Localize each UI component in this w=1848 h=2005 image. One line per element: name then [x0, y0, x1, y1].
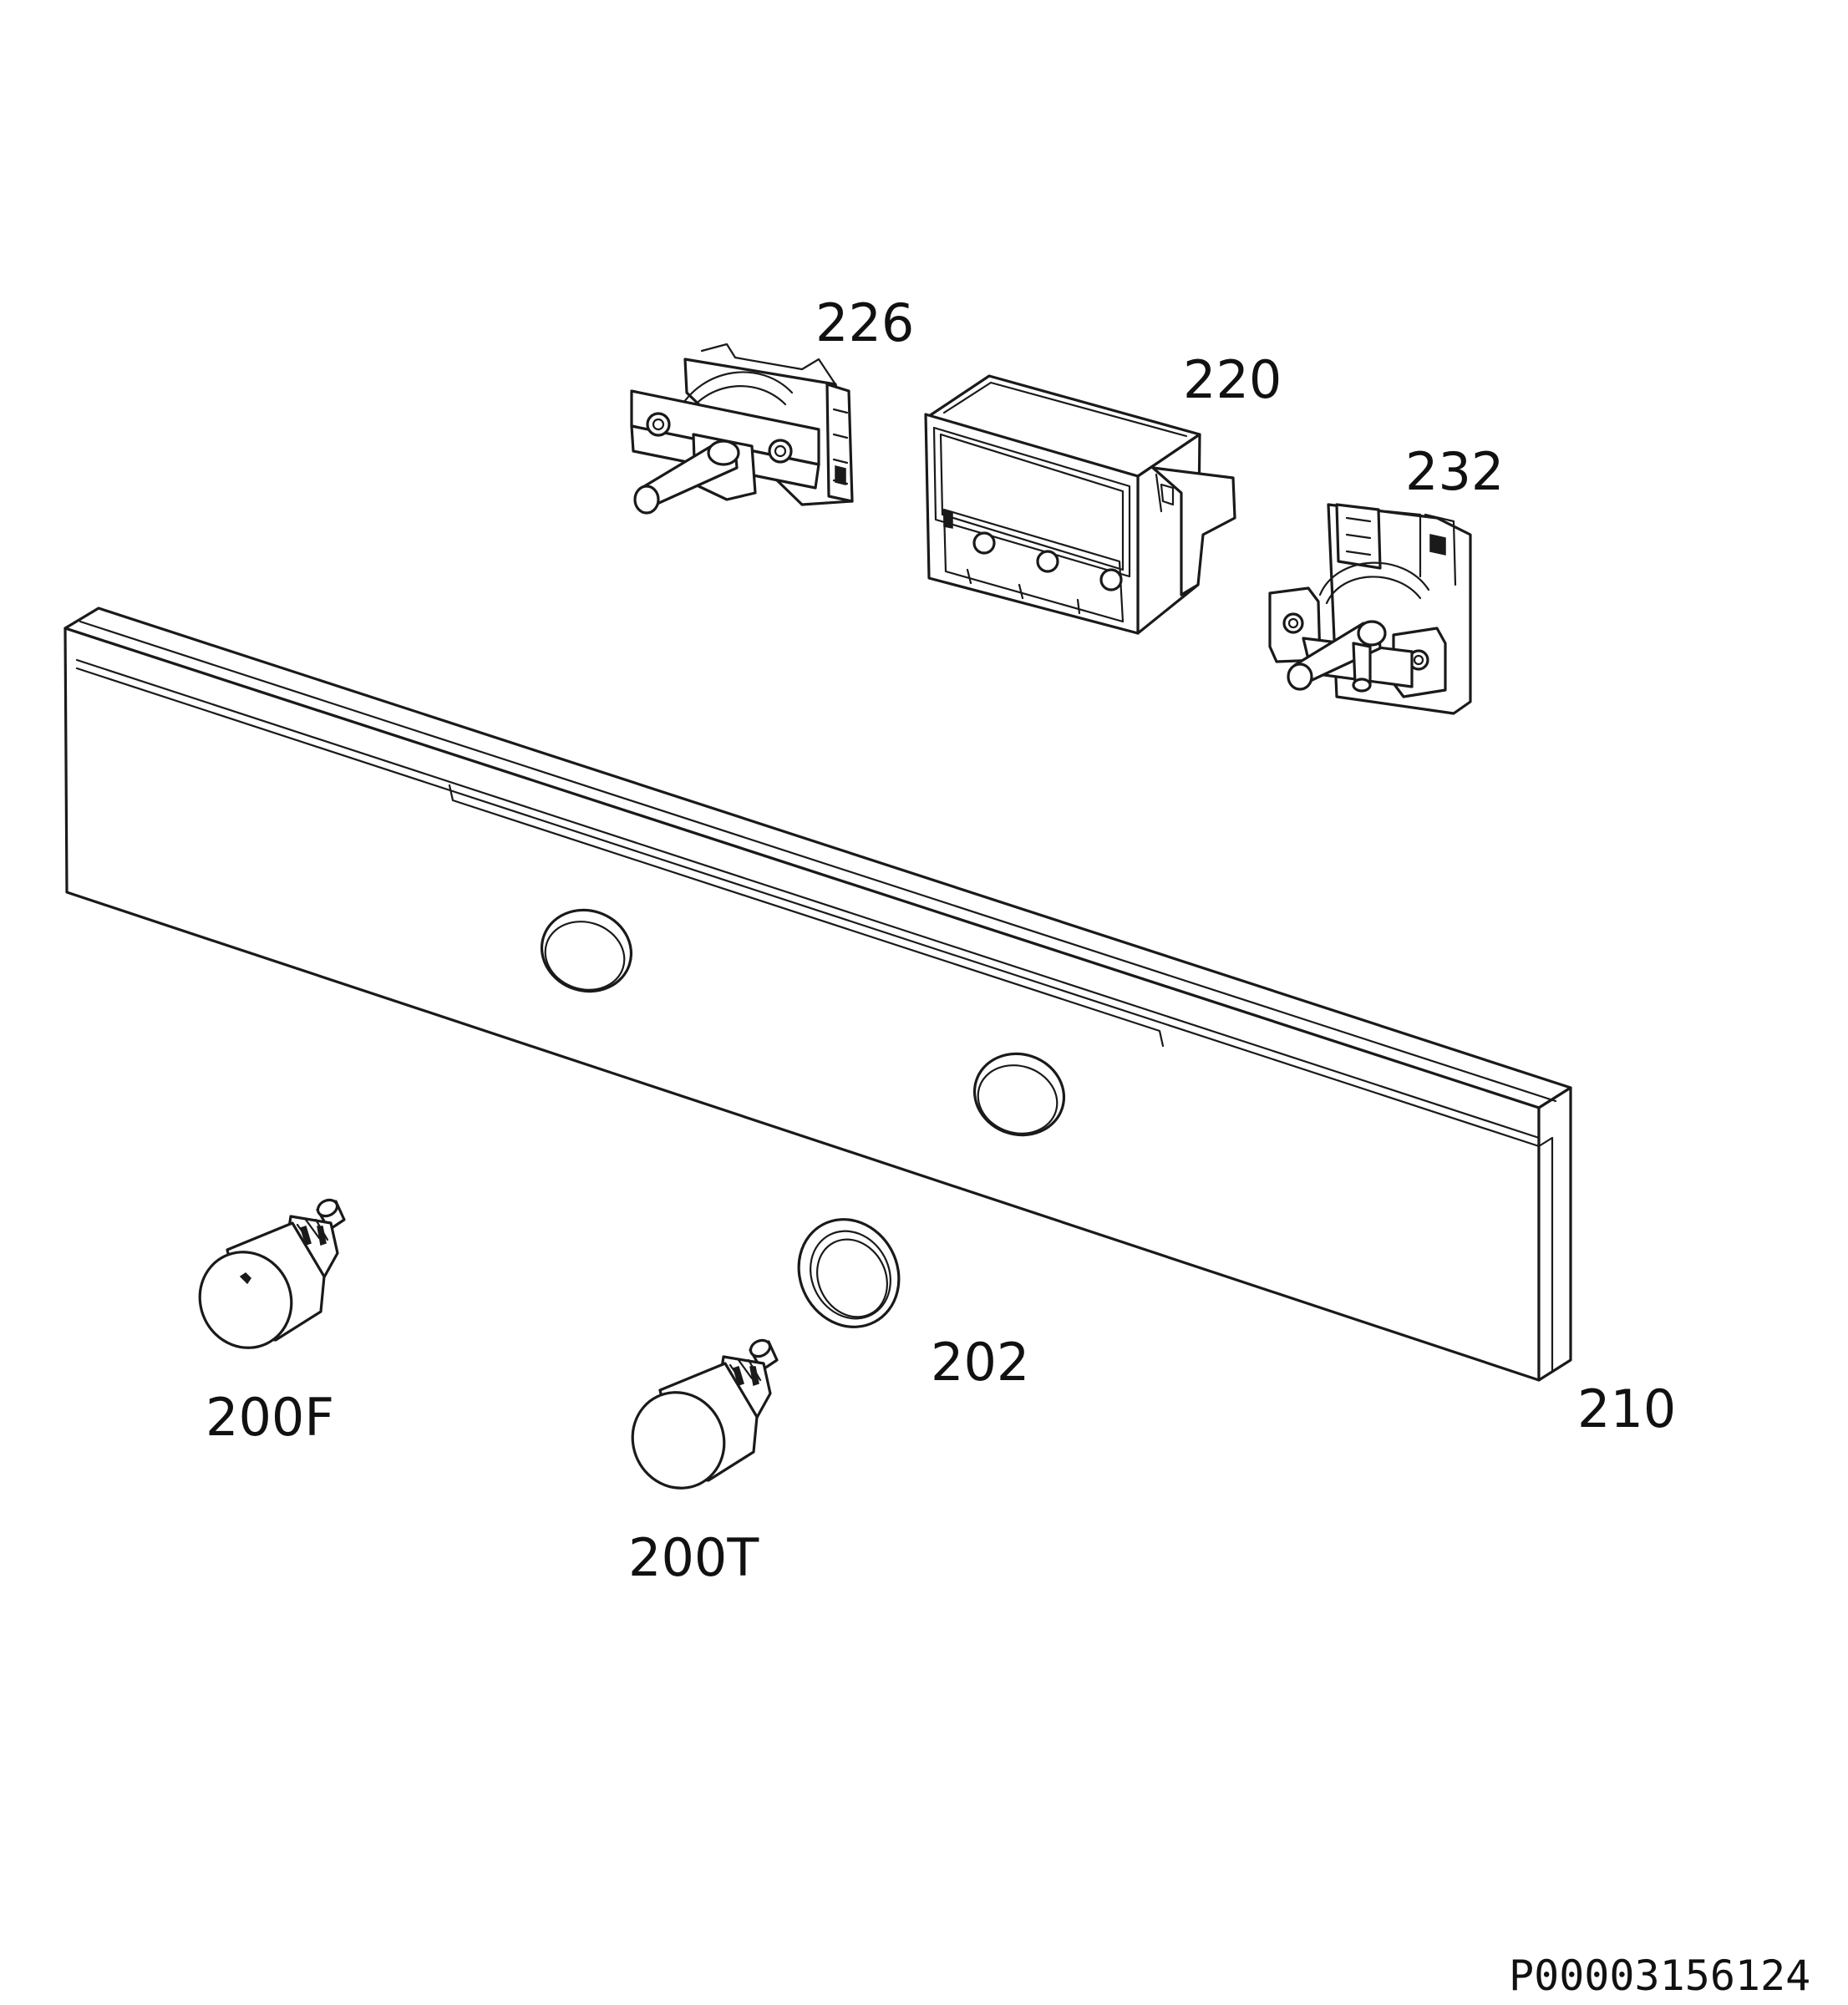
thermostat-switch-232 [1268, 503, 1472, 715]
part-label-226: 226 [815, 292, 915, 353]
part-label-232: 232 [1405, 441, 1505, 502]
selector-switch-226 [630, 343, 854, 515]
part-label-200T: 200T [628, 1527, 759, 1588]
knob-200T [631, 1338, 779, 1490]
knob-200F [198, 1198, 346, 1349]
knob-hole-right [972, 1052, 1066, 1137]
bezel-ring-202 [797, 1218, 901, 1328]
part-label-220: 220 [1183, 349, 1282, 410]
document-number: P00003156124 [1509, 1952, 1811, 2000]
knob-hole-left [540, 908, 633, 993]
part-label-210: 210 [1577, 1378, 1677, 1439]
timer-module-220 [924, 374, 1236, 635]
part-label-202: 202 [931, 1332, 1030, 1393]
control-panel-210 [63, 607, 1572, 1382]
part-label-200F: 200F [206, 1387, 335, 1448]
